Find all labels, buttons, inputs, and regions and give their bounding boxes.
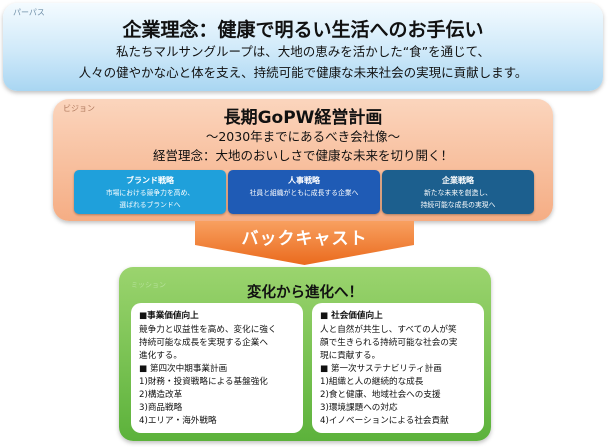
purpose-body: 私たちマルサングループは、大地の恵みを活かした“食”を通じて、 人々の健やかな心…	[3, 41, 603, 83]
strategy-heading: 企業戦略	[442, 176, 474, 185]
panel-text: 進化する。	[139, 351, 182, 361]
panel-heading: ■ 社会価値向上	[320, 311, 383, 321]
strategy-text: 選ばれるブランドへ	[119, 201, 181, 209]
purpose-line: 人々の健やかな心と体を支え、持続可能で健康な未来社会の実現に貢献します。	[78, 65, 528, 80]
business-value-panel: ■事業価値向上 競争力と収益性を高め、変化に強く 持続可能な成長を実現する企業へ…	[131, 303, 303, 433]
corporate-strategy-box: 企業戦略 新たな未来を創造し、 持続可能な成長の実現へ	[382, 170, 534, 214]
change-tag: ミッション	[131, 281, 166, 289]
plan-item: 3)商品戦略	[139, 403, 183, 413]
plan-item: 1)組織と人の継続的な成長	[320, 377, 424, 387]
strategy-text: 市場における競争力を高め、	[105, 189, 195, 197]
strategy-heading: ブランド戦略	[126, 176, 174, 185]
purpose-line: 私たちマルサングループは、大地の恵みを活かした“食”を通じて、	[115, 44, 491, 59]
plan-item: 1)財務・投資戦略による基盤強化	[139, 377, 268, 387]
vision-tag: ビジョン	[63, 104, 95, 113]
vision-title: 長期GoPW経営計画	[223, 108, 383, 128]
vision-philosophy: 経営理念：大地のおいしさで健康な未来を切り開く！	[152, 148, 453, 163]
plan-item: 3)環境課題への対応	[320, 403, 398, 413]
plan-item: 2)食と健康、地域社会への支援	[320, 390, 441, 400]
backcast-arrow: バックキャスト	[195, 221, 414, 265]
plan-item: 2)構造改革	[139, 390, 183, 400]
down-arrow-icon	[195, 221, 414, 265]
backcast-label: バックキャスト	[241, 229, 368, 249]
vision-box: ビジョン 長期GoPW経営計画 〜2030年までにあるべき会社像〜 経営理念：大…	[53, 99, 553, 221]
vision-subtitle: 〜2030年までにあるべき会社像〜	[205, 129, 401, 144]
brand-strategy-box: ブランド戦略 市場における競争力を高め、 選ばれるブランドへ	[74, 170, 226, 214]
plan-item: 4)イノベーションによる社会貢献	[320, 416, 449, 426]
strategy-text: 持続可能な成長の実現へ	[420, 201, 496, 209]
purpose-title: 企業理念：健康で明るい生活へのお手伝い	[122, 19, 484, 41]
social-value-panel: ■ 社会価値向上 人と自然が共生し、すべての人が笑 顔で生きられる持続可能な社会…	[312, 303, 484, 433]
plan-item: 4)エリア・海外戦略	[139, 416, 217, 426]
change-box: ミッション 変化から進化へ！ ■事業価値向上 競争力と収益性を高め、変化に強く …	[119, 267, 491, 441]
panel-heading: ■事業価値向上	[139, 311, 199, 321]
change-title: 変化から進化へ！	[247, 285, 363, 301]
strategy-text: 新たな未来を創造し、	[424, 189, 492, 197]
plan-heading: ■ 第一次サステナビリティ計画	[320, 364, 442, 374]
panel-text: 現に貢献する。	[320, 351, 381, 361]
panel-text: 持続可能な成長を実現する企業へ	[139, 338, 268, 348]
panel-text: 競争力と収益性を高め、変化に強く	[139, 325, 277, 335]
strategy-heading: 人事戦略	[288, 176, 320, 185]
panel-text: 人と自然が共生し、すべての人が笑	[320, 325, 457, 335]
hr-strategy-box: 人事戦略 社員と組織がともに成長する企業へ	[228, 170, 380, 214]
purpose-box: パーパス 企業理念：健康で明るい生活へのお手伝い 私たちマルサングループは、大地…	[3, 3, 603, 91]
plan-heading: ■ 第四次中期事業計画	[139, 364, 228, 374]
panel-text: 顔で生きられる持続可能な社会の実	[320, 338, 458, 348]
strategy-text: 社員と組織がともに成長する企業へ	[249, 189, 359, 197]
purpose-tag: パーパス	[13, 8, 45, 17]
